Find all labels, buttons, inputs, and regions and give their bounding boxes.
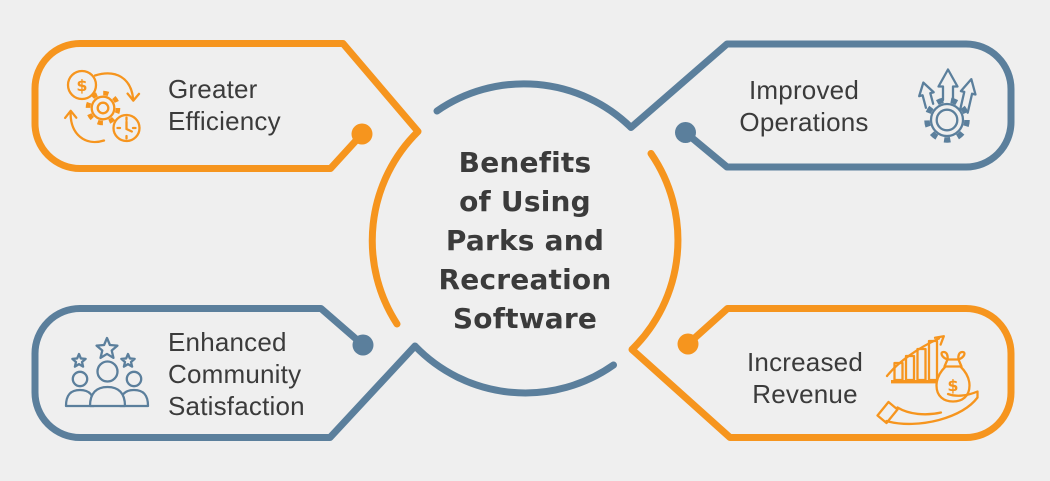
label-increased-revenue: Increased Revenue: [724, 346, 886, 410]
label-line: Improved: [749, 75, 859, 105]
title-line: Parks and: [445, 224, 605, 257]
growth-chart-money-bag-hand-icon: $: [876, 335, 979, 426]
coin-dollar-symbol: $: [76, 76, 87, 95]
pill-increased-revenue: [628, 150, 1015, 441]
gear-up-arrows-icon: [918, 68, 977, 143]
connector-dot-top-left: [351, 123, 373, 145]
label-line: Operations: [739, 107, 869, 137]
label-greater-efficiency: Greater Efficiency: [168, 73, 281, 137]
title-line: of Using: [459, 185, 591, 218]
label-line: Increased: [747, 347, 863, 377]
connector-dot-top-right: [675, 122, 696, 143]
title-line: Software: [452, 302, 598, 335]
money-bag-dollar-symbol: $: [947, 376, 958, 395]
label-improved-operations: Improved Operations: [723, 74, 885, 138]
label-line: Greater: [168, 74, 258, 104]
pill-greater-efficiency: [31, 40, 422, 328]
label-line: Satisfaction: [168, 391, 305, 421]
pill-improved-operations: [433, 40, 1015, 171]
title-line: Recreation: [438, 263, 612, 296]
people-stars-icon: [64, 336, 150, 408]
center-title: Benefits of Using Parks and Recreation S…: [375, 143, 675, 338]
label-line: Efficiency: [168, 106, 281, 136]
label-line: Revenue: [752, 379, 858, 409]
title-line: Benefits: [458, 146, 592, 179]
label-line: Community: [168, 359, 302, 389]
dollar-gear-clock-cycle-icon: $: [63, 69, 141, 144]
connector-dot-bottom-left: [352, 334, 374, 356]
label-line: Enhanced: [168, 327, 287, 357]
connector-dot-bottom-right: [677, 333, 699, 355]
label-enhanced-community-satisfaction: Enhanced Community Satisfaction: [168, 326, 305, 422]
pill-enhanced-community: [31, 305, 617, 441]
